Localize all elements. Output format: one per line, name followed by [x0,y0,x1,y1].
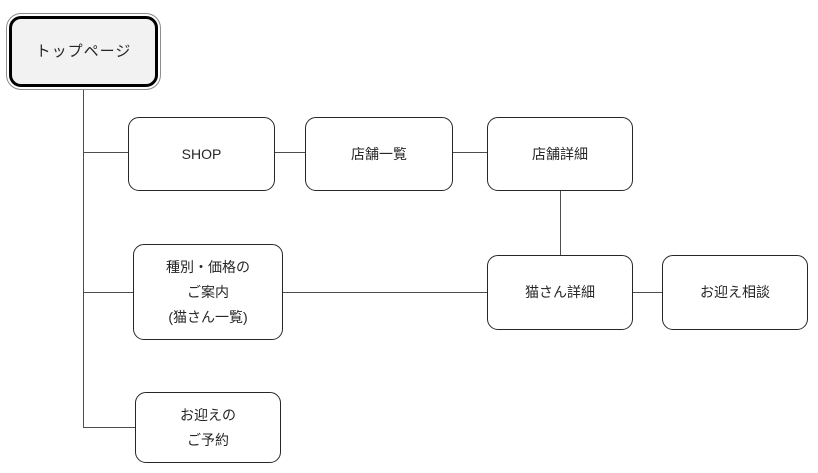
connector-root-to-shop [83,152,128,153]
node-type-price-guide[interactable]: 種別・価格の ご案内 (猫さん一覧) [133,244,283,340]
node-top-page-label: トップページ [35,43,132,60]
node-cat-detail[interactable]: 猫さん詳細 [487,255,633,330]
node-adoption-consult[interactable]: お迎え相談 [662,255,808,330]
node-shop[interactable]: SHOP [128,117,275,191]
connector-cat-to-consult [633,292,662,293]
node-cat-detail-label: 猫さん詳細 [525,284,595,300]
connector-root-to-type-price [83,292,133,293]
connector-type-price-to-cat [283,292,487,293]
connector-root-trunk [83,86,84,428]
connector-store-list-to-detail [453,152,487,153]
node-top-page[interactable]: トップページ [9,16,158,87]
node-type-price-guide-label-line3: (猫さん一覧) [168,308,248,325]
node-store-detail[interactable]: 店舗詳細 [487,117,633,191]
node-store-list-label: 店舗一覧 [351,145,407,162]
node-store-list[interactable]: 店舗一覧 [305,117,453,191]
node-adoption-reservation[interactable]: お迎えの ご予約 [135,392,281,463]
node-adoption-reservation-label-line2: ご予約 [187,431,229,448]
connector-root-to-reservation [83,427,135,428]
connector-store-detail-to-cat [560,191,561,255]
node-adoption-consult-label: お迎え相談 [700,284,770,300]
connector-shop-to-store-list [275,152,305,153]
node-type-price-guide-label-line2: ご案内 [187,283,229,300]
node-shop-label: SHOP [181,145,222,162]
node-adoption-reservation-label-line1: お迎えの [180,406,236,423]
node-store-detail-label: 店舗詳細 [532,145,588,162]
node-type-price-guide-label-line1: 種別・価格の [166,258,250,275]
